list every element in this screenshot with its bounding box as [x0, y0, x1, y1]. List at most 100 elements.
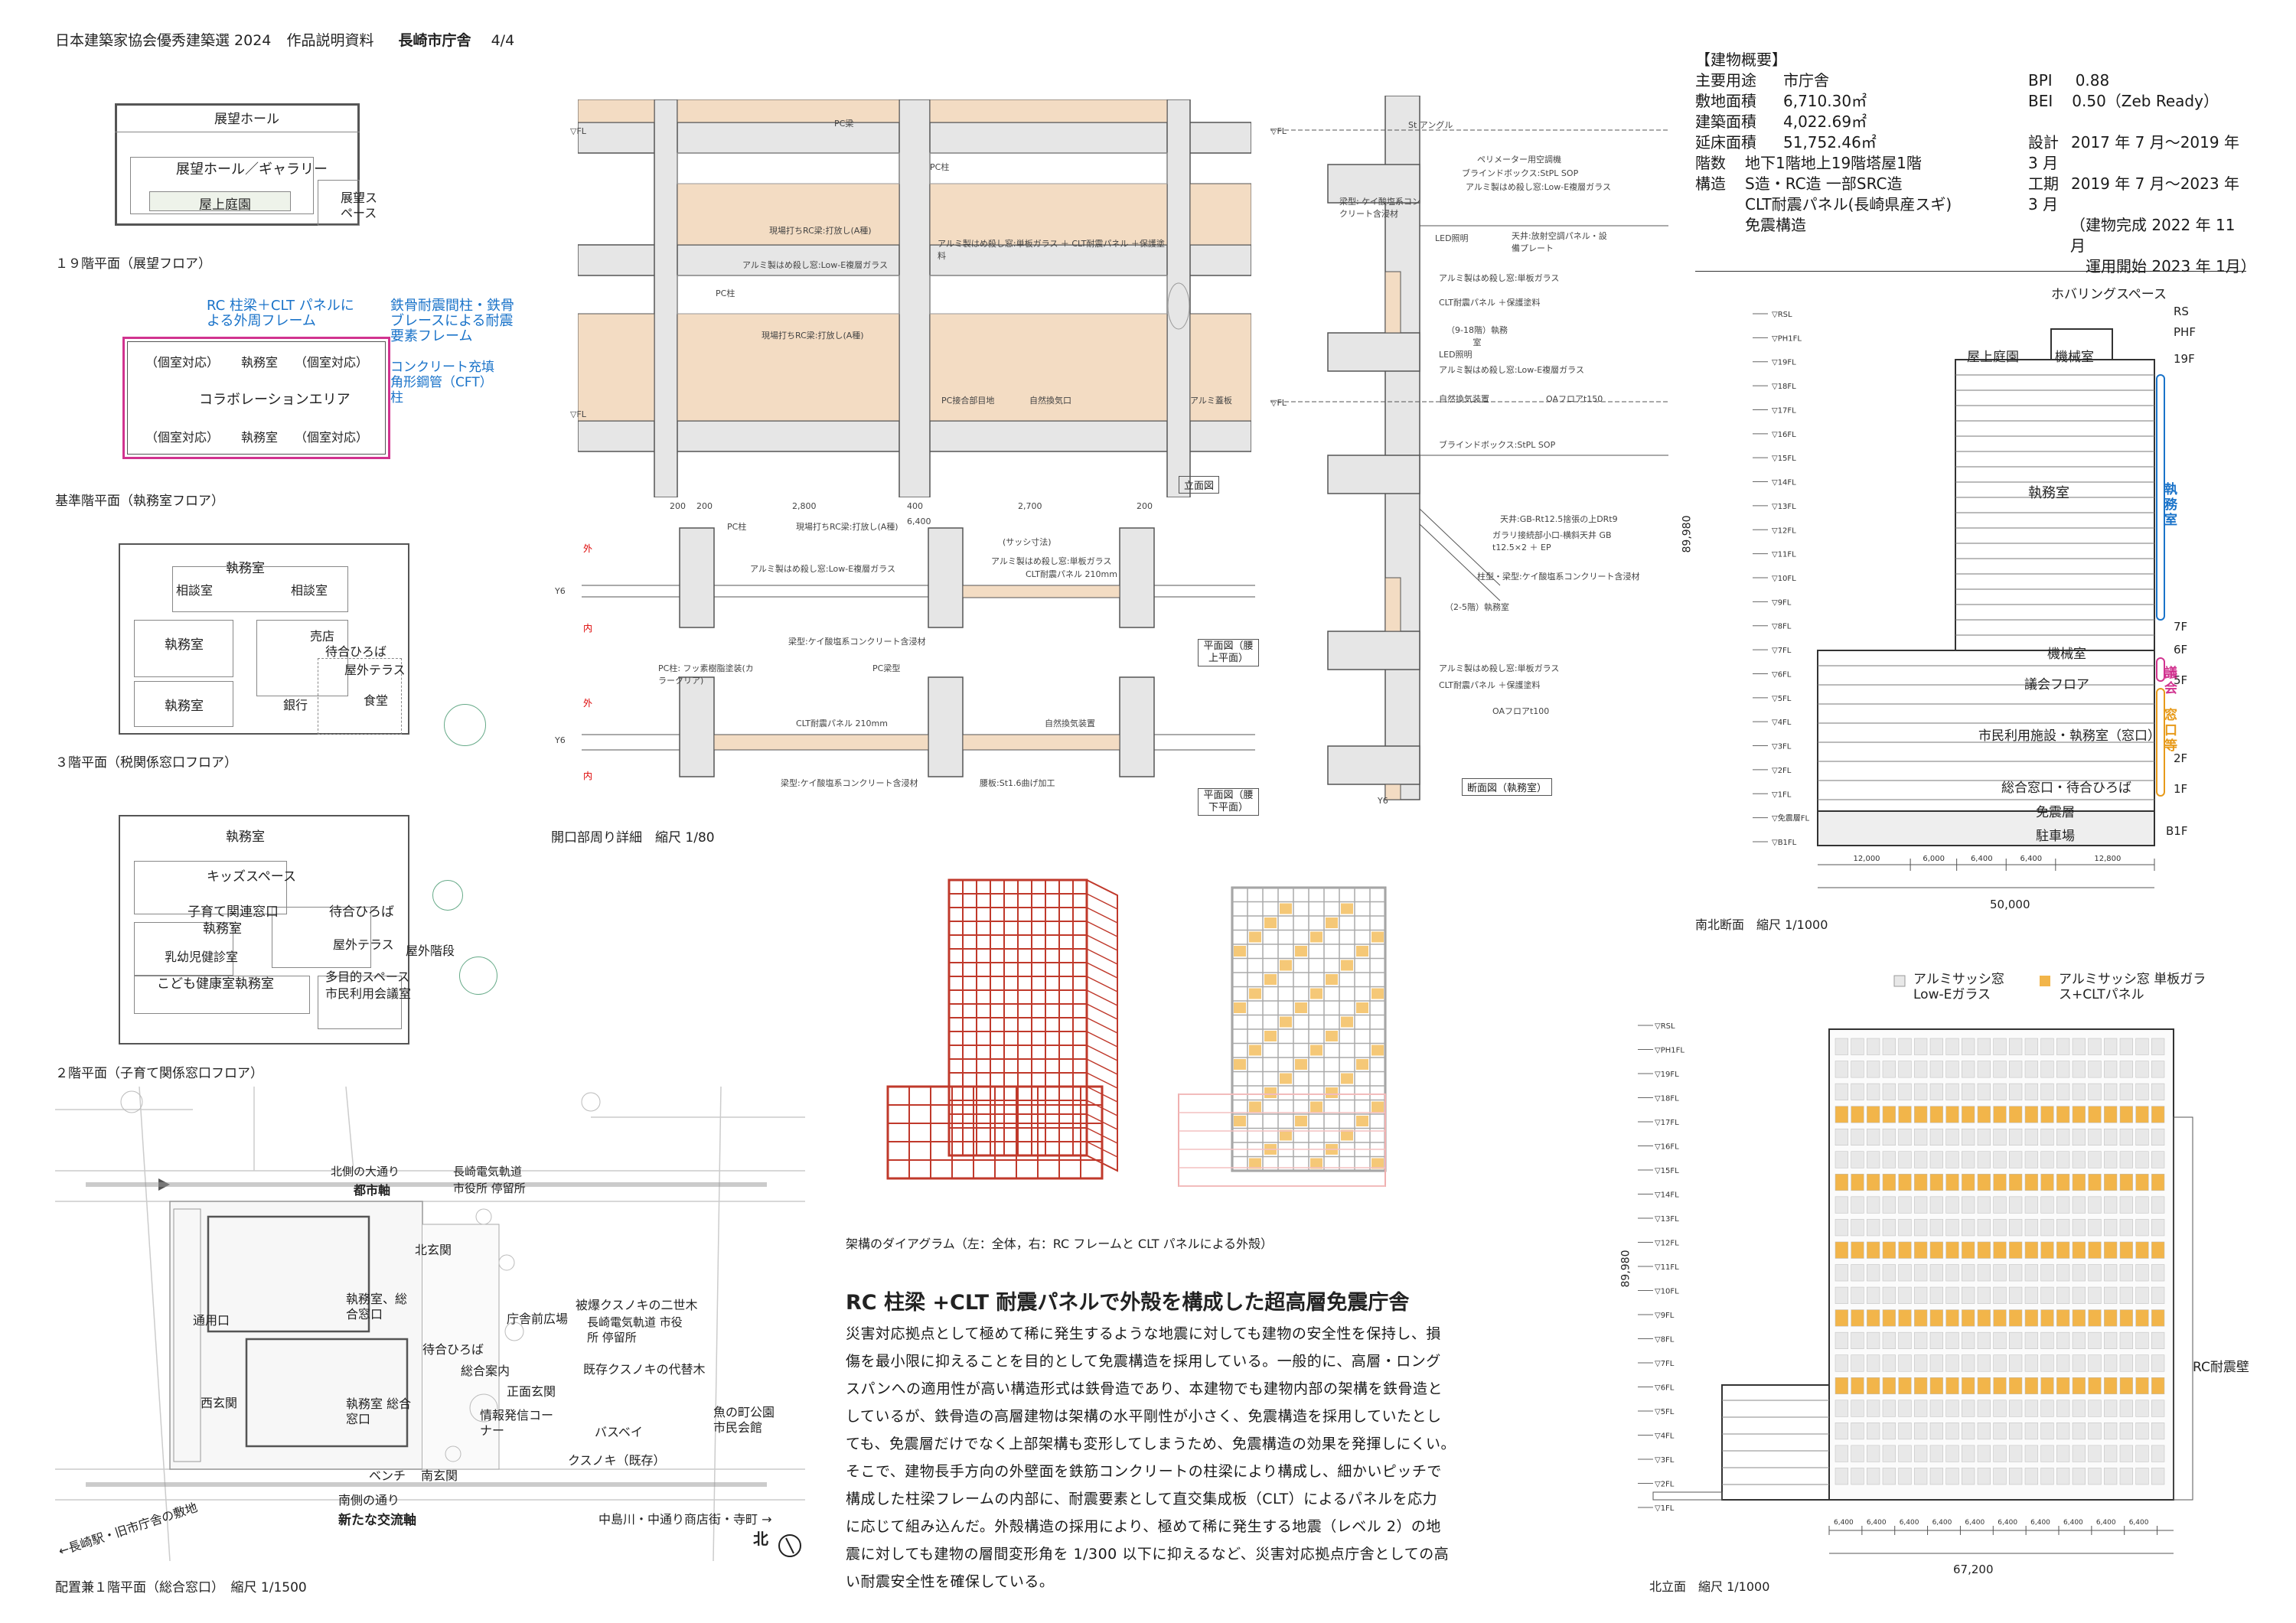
clt-window	[1993, 1106, 2007, 1123]
detail-note: 腰板:St1.6曲げ加工	[980, 778, 1055, 788]
lowe-window	[1945, 1151, 1959, 1168]
clt-window	[2135, 1377, 2149, 1395]
clt-window	[2056, 1309, 2070, 1327]
clt-window	[1945, 1106, 1959, 1123]
clt-window	[1898, 1106, 1912, 1123]
clt-window	[1929, 1241, 1943, 1259]
ns-caption: 南北断面 縮尺 1/1000	[1695, 917, 1828, 932]
lowe-window	[1867, 1286, 1880, 1304]
detail-section: St アングル ペリメーター用空調機 ブラインドボックス:StPL SOP アル…	[1270, 95, 1668, 807]
lowe-window	[2088, 1196, 2102, 1214]
clt-window	[2072, 1241, 2086, 1259]
clt-window	[2056, 1241, 2070, 1259]
lowe-window	[2135, 1423, 2149, 1440]
lowe-window	[2151, 1219, 2165, 1237]
lowe-window	[2104, 1445, 2118, 1462]
ne-bay-label: 6,400	[1867, 1519, 1887, 1527]
detail-elevation: PC梁 PC柱 現場打ちRC梁:打放し(A種) アルミ製はめ殺し窓:Low-E複…	[570, 99, 1252, 498]
clt-window	[2009, 1309, 2023, 1327]
lowe-window	[1914, 1061, 1928, 1078]
lowe-window	[1867, 1061, 1880, 1078]
lowe-window	[2135, 1286, 2149, 1304]
lowe-window	[2151, 1286, 2165, 1304]
plan-2f: 執務室 キッズスペース 子育て関連窓口 執務室 待合ひろば 屋外テラス 屋外階段…	[119, 815, 455, 1045]
lowe-window	[2009, 1083, 2023, 1100]
section-note: 柱型・梁型:ケイ酸塩系コンクリート含浸材	[1477, 572, 1640, 582]
clt-window	[1898, 1377, 1912, 1395]
lowe-window	[2009, 1354, 2023, 1372]
ne-level-label: ▽8FL	[1655, 1336, 1675, 1344]
detail-note: アルミ製はめ殺し窓:Low-E複層ガラス	[750, 564, 895, 574]
lowe-window	[1851, 1331, 1864, 1349]
ns-level-label: ▽3FL	[1772, 743, 1792, 751]
room-label: 執務室	[165, 699, 204, 714]
lowe-window	[2024, 1445, 2038, 1462]
site-label: ベンチ	[369, 1468, 406, 1483]
lowe-window	[2104, 1038, 2118, 1055]
lowe-window	[1882, 1331, 1896, 1349]
lowe-window	[2009, 1219, 2023, 1237]
lowe-window	[2009, 1468, 2023, 1485]
lowe-window	[2104, 1196, 2118, 1214]
article-line: 傷を最小限に抑えることを目的として免震構造を採用している。一般的に、高層・ロング	[846, 1353, 1441, 1370]
clt-panel	[1326, 974, 1338, 985]
clt-window	[1851, 1106, 1864, 1123]
section-note: アルミ製はめ殺し窓:Low-E複層ガラス	[1439, 365, 1584, 375]
lowe-window	[1962, 1038, 1975, 1055]
lowe-window	[1898, 1264, 1912, 1282]
lowe-window	[2135, 1128, 2149, 1146]
detail-note: アルミ製はめ殺し窓:単板ガラス	[991, 556, 1112, 566]
tree-icon	[444, 704, 486, 746]
lowe-window	[2119, 1219, 2133, 1237]
clt-panel	[1264, 917, 1277, 928]
section-note: 梁型: ケイ酸塩系コンクリート含浸材	[1339, 197, 1420, 219]
article-line: い耐震安全性を確保している。	[846, 1573, 1055, 1590]
lowe-window	[2009, 1264, 2023, 1282]
rc-frame-side-beam	[1086, 1017, 1118, 1034]
article-line: に応じて組み込んだ。外殻構造の採用により、極めて稀に発生する地震（レベル 2）の…	[846, 1518, 1441, 1535]
lowe-window	[1914, 1354, 1928, 1372]
lowe-window	[1977, 1061, 1991, 1078]
lowe-window	[1993, 1061, 2007, 1078]
detail-note: PC梁型	[872, 663, 901, 673]
overview-value: 2017 年 7 月〜2019 年 3 月	[2028, 133, 2239, 172]
overview-value: 2019 年 7 月〜2023 年 3 月	[2028, 174, 2239, 213]
lowe-window	[1898, 1219, 1912, 1237]
lowe-window	[1898, 1286, 1912, 1304]
clt-panel	[1264, 1031, 1277, 1041]
lowe-window	[1962, 1354, 1975, 1372]
room-label: （個室対応）	[295, 355, 369, 370]
lowe-window	[2119, 1128, 2133, 1146]
lowe-window	[1914, 1151, 1928, 1168]
clt-panel	[1295, 946, 1307, 957]
ns-level-label: ▽13FL	[1772, 503, 1796, 511]
clt-panel	[1310, 931, 1322, 943]
room-label: 執務室	[226, 829, 265, 845]
lowe-window	[1898, 1331, 1912, 1349]
plan-upper-label: 平面図（腰上平面）	[1198, 639, 1259, 666]
lowe-window	[1945, 1468, 1959, 1485]
lowe-window	[2024, 1128, 2038, 1146]
overview-value: 4,022.69㎡	[1783, 112, 1867, 131]
clt-panel	[1310, 1101, 1322, 1113]
lowe-window	[2024, 1038, 2038, 1055]
clt-window	[1914, 1174, 1928, 1191]
ns-level-label: ▽5FL	[1772, 695, 1792, 703]
clt-window	[1929, 1106, 1943, 1123]
ns-level-label: ▽14FL	[1772, 479, 1796, 487]
room-label: 相談室	[176, 583, 214, 598]
clt-window	[2040, 1174, 2054, 1191]
overview-key: 構造	[1695, 174, 1726, 193]
note-rc-frame: RC 柱梁＋CLT パネルによる外周フレーム	[207, 298, 354, 329]
clt-panel	[1234, 946, 1246, 957]
ne-bay-label: 6,400	[1932, 1519, 1952, 1527]
lowe-window	[1929, 1286, 1943, 1304]
ne-bay-label: 6,400	[1834, 1519, 1854, 1527]
clt-panel	[1249, 1045, 1261, 1056]
lowe-window	[1993, 1331, 2007, 1349]
lowe-window	[2040, 1445, 2054, 1462]
site-label: 北側の大通り	[331, 1165, 400, 1178]
lowe-window	[1835, 1264, 1848, 1282]
lowe-window	[1867, 1151, 1880, 1168]
elev-dims: 200 200 2,800 400 2,700 200 6,400	[670, 501, 1153, 526]
